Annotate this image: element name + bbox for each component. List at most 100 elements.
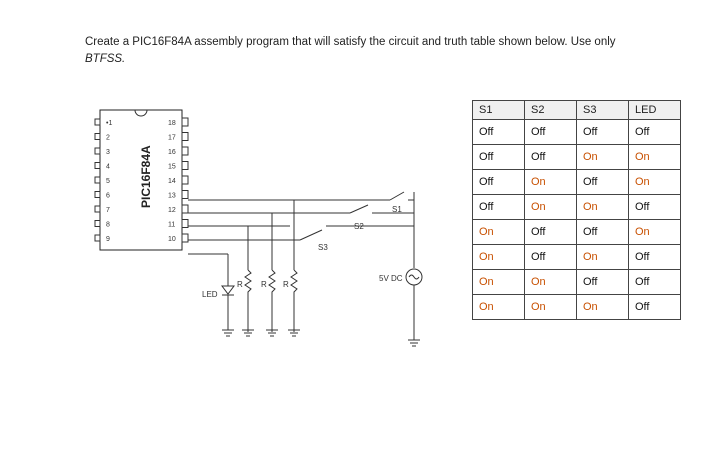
- resistor-2-label: R: [261, 280, 267, 289]
- switch-s1-label: S1: [392, 205, 402, 214]
- chip-right-pins: 18 17 16 15 14 13 12 11 10: [168, 117, 189, 243]
- table-cell: Off: [628, 269, 681, 295]
- chip-left-pin-number: 3: [106, 149, 110, 156]
- chip-right-pin: [181, 161, 189, 170]
- table-cell: Off: [524, 119, 577, 145]
- table-cell: Off: [576, 119, 629, 145]
- chip-left-pin: [94, 191, 101, 198]
- chip-right-pin-number: 10: [168, 236, 176, 243]
- table-cell: On: [472, 244, 525, 270]
- resistor-1: [244, 269, 252, 332]
- chip-right-pin: [181, 117, 189, 127]
- table-cell: On: [524, 269, 577, 295]
- resistor-1-label: R: [237, 280, 243, 289]
- table-cell: Off: [472, 169, 525, 195]
- chip-notch: [134, 109, 148, 117]
- chip-left-pin: [94, 133, 101, 140]
- chip-left-pin-number: 7: [106, 207, 110, 214]
- table-cell: On: [576, 194, 629, 220]
- prompt-line-1: Create a PIC16F84A assembly program that…: [85, 36, 616, 48]
- question-prompt: Create a PIC16F84A assembly program that…: [85, 34, 665, 68]
- table-cell: Off: [628, 244, 681, 270]
- table-cell: On: [628, 169, 681, 195]
- chip-right-pin: [181, 219, 189, 228]
- table-cell: On: [576, 294, 629, 320]
- table-cell: On: [472, 219, 525, 245]
- switch-s1-blade: [389, 191, 405, 201]
- chip-right-pin: [181, 204, 189, 214]
- table-cell: On: [472, 294, 525, 320]
- chip-right-pin: [181, 175, 189, 185]
- table-cell: On: [576, 244, 629, 270]
- dc-source-label: 5V DC: [379, 274, 403, 283]
- chip-left-pin: [94, 220, 101, 227]
- table-cell: On: [524, 294, 577, 320]
- chip-right-pin-number: 11: [168, 222, 175, 229]
- source-ground-icon: [408, 339, 420, 347]
- chip-right-pin-number: 13: [168, 193, 176, 200]
- resistor-2: [268, 269, 276, 332]
- table-cell: Off: [576, 219, 629, 245]
- table-cell: On: [576, 144, 629, 170]
- prompt-line-2: BTFSS.: [85, 53, 126, 65]
- led-label: LED: [202, 290, 218, 299]
- table-cell: Off: [576, 169, 629, 195]
- chip-left-pin-number: 8: [106, 222, 110, 229]
- table-cell: Off: [472, 194, 525, 220]
- chip-left-pin: [94, 147, 101, 155]
- chip-right-pin-number: 14: [168, 178, 176, 185]
- chip-right-pin-number: 12: [168, 207, 176, 214]
- table-cell: Off: [628, 119, 681, 145]
- chip-right-pin-number: 17: [168, 135, 176, 142]
- ground-icon: [222, 329, 300, 337]
- chip-left-pin: [94, 205, 101, 213]
- table-cell: Off: [472, 119, 525, 145]
- chip-left-pin-number: 4: [106, 164, 110, 171]
- chip-left-pin-number: 5: [106, 178, 110, 185]
- chip-right-pin: [181, 132, 189, 141]
- chip-right-pin-number: 18: [168, 120, 176, 127]
- chip-left-pin: [94, 176, 101, 184]
- led-icon: [221, 285, 235, 295]
- chip-right-pin: [181, 146, 189, 156]
- switch-s3-blade: [299, 229, 323, 241]
- table-cell: On: [628, 219, 681, 245]
- chip-left-pin-number: 2: [106, 135, 110, 142]
- dc-source-symbol: [408, 274, 420, 280]
- resistor-3-label: R: [283, 280, 289, 289]
- truth-table-header-row: S1 S2 S3 LED: [472, 100, 681, 120]
- table-cell: Off: [472, 144, 525, 170]
- table-cell: Off: [576, 269, 629, 295]
- chip-right-pin: [181, 190, 189, 199]
- chip-left-pin-number: 9: [106, 236, 110, 243]
- chip-right-pin: [181, 233, 189, 243]
- header-s1: S1: [472, 100, 525, 120]
- table-cell: Off: [524, 144, 577, 170]
- switch-s2-blade: [349, 204, 369, 214]
- table-cell: Off: [524, 244, 577, 270]
- chip-right-pin-number: 15: [168, 164, 176, 171]
- header-s2: S2: [524, 100, 577, 120]
- chip-right-pin-number: 16: [168, 149, 176, 156]
- table-cell: On: [628, 144, 681, 170]
- header-s3: S3: [576, 100, 629, 120]
- switch-s3-label: S3: [318, 243, 328, 252]
- chip-left-pin-number: •1: [106, 120, 112, 127]
- table-cell: On: [524, 194, 577, 220]
- resistor-3: [290, 269, 298, 332]
- chip-label: PIC16F84A: [139, 145, 153, 208]
- chip-left-pin: [94, 234, 101, 242]
- table-cell: Off: [628, 194, 681, 220]
- table-cell: Off: [628, 294, 681, 320]
- table-cell: On: [524, 169, 577, 195]
